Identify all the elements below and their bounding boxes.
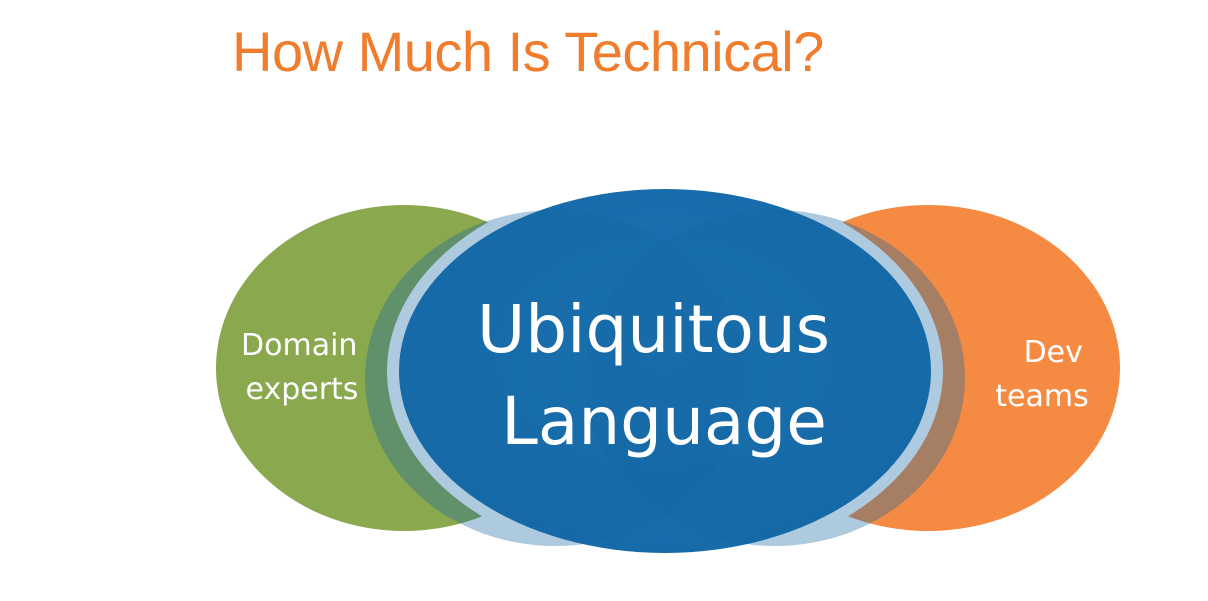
center-ellipse [399, 189, 931, 553]
inner-overlap-right [585, 210, 965, 546]
inner-overlap-left [365, 210, 745, 546]
slide-title: How Much Is Technical? [232, 20, 824, 83]
dev-teams-label: Dev teams [995, 335, 1092, 414]
domain-experts-label: Domain experts [241, 328, 367, 407]
ubiquitous-language-label: Ubiquitous Language [477, 291, 851, 460]
